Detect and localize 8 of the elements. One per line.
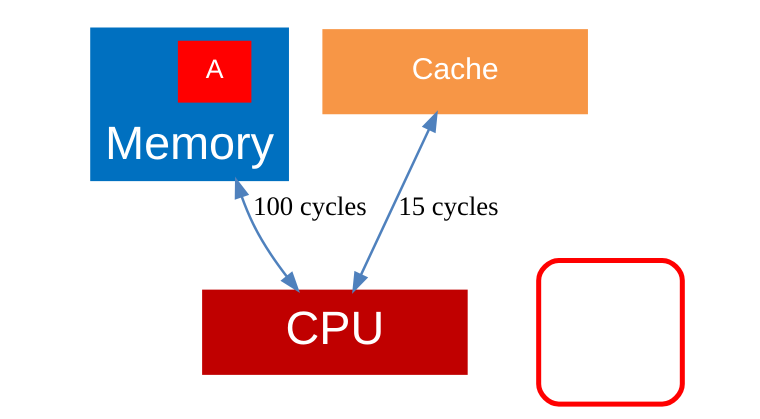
arrow <box>234 176 300 293</box>
node-box: CPU <box>202 290 468 375</box>
edge-label: 100 cycles <box>253 191 367 222</box>
node-box: Cache <box>322 29 588 114</box>
edge-label: 15 cycles <box>398 191 499 222</box>
node-box: A <box>178 40 252 103</box>
arrow <box>352 110 438 294</box>
node-box <box>536 258 685 407</box>
